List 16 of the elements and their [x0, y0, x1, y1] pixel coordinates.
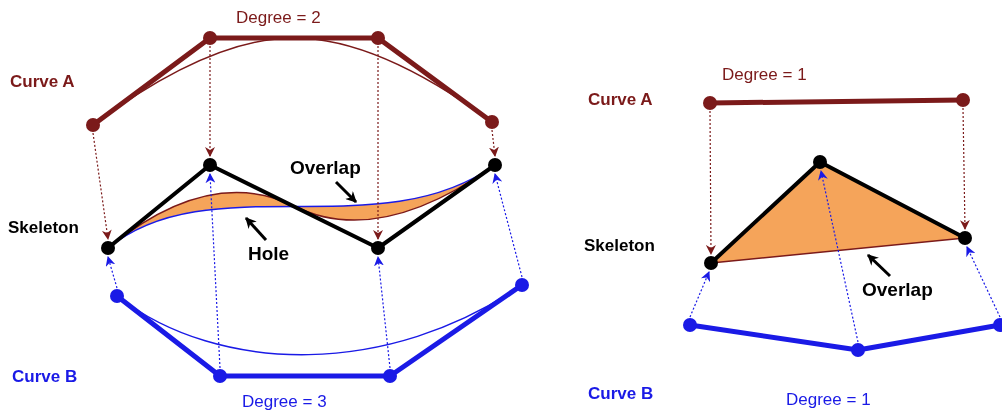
callout-label: Overlap [862, 280, 933, 300]
row-label: Skeleton [8, 218, 79, 238]
degree-label: Degree = 3 [242, 392, 327, 412]
curve-name: Curve A [588, 90, 653, 110]
degree-label: Degree = 1 [722, 65, 807, 85]
leader-arrow [244, 217, 268, 241]
leader-arrow [866, 253, 892, 278]
callout-label: Hole [248, 244, 290, 264]
curve-name: Curve A [10, 72, 75, 92]
curve-name: Curve B [12, 367, 78, 387]
curve-name: Curve B [588, 384, 654, 404]
degree-label: Degree = 1 [786, 390, 871, 410]
callout-label: Overlap [290, 158, 361, 178]
degree-label: Degree = 2 [236, 8, 321, 28]
leader-arrow [334, 180, 358, 204]
row-label: Skeleton [584, 236, 655, 256]
